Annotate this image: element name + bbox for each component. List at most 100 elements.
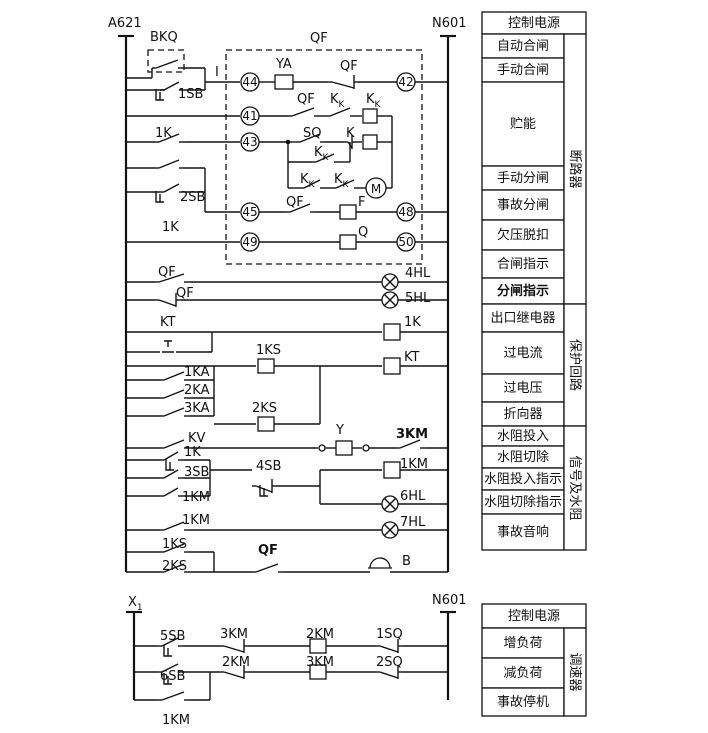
3km-coil-label: 3KM	[306, 655, 334, 670]
contact-blade	[158, 299, 177, 307]
terminal-number: 49	[242, 235, 257, 249]
sb2-contact	[160, 183, 185, 193]
bus-x1-label: X1	[128, 595, 143, 613]
terminal-number: 50	[398, 235, 413, 249]
table-row-cell	[481, 489, 565, 515]
4sb-label: 4SB	[256, 459, 281, 474]
1ks-coil	[257, 358, 275, 374]
k1-contact-b	[332, 179, 360, 189]
5sb-label: 5SB	[160, 629, 185, 644]
qf-41-label: QF	[297, 92, 315, 107]
6sb-pushbutton	[163, 673, 172, 685]
terminal-number: 41	[242, 109, 257, 123]
contact-blade	[163, 469, 179, 479]
contact-blade	[158, 273, 185, 283]
contact-blade	[163, 563, 185, 573]
contact-blade	[158, 159, 180, 169]
contact-blade	[379, 671, 399, 679]
5sb-contact	[158, 637, 184, 647]
f-coil	[339, 204, 357, 220]
table-row-cell	[481, 249, 565, 279]
y-terminal	[362, 444, 370, 452]
1ks-contact-b	[160, 543, 190, 553]
table-row-cell	[481, 165, 565, 191]
contact-blade	[163, 521, 185, 531]
sb1-label: 1SB	[178, 87, 203, 102]
1km-496-label: 1KM	[182, 490, 210, 505]
table-row-label: 水阻切除指示	[484, 495, 562, 510]
qf-label: QF	[340, 59, 358, 74]
contact-blade	[163, 439, 185, 449]
ka-contact-3	[160, 407, 190, 417]
table2-row-cell	[481, 657, 565, 689]
contact-blade	[335, 179, 355, 189]
terminal-number: 42	[398, 75, 413, 89]
ka-label-2: 2KA	[184, 383, 210, 398]
qf-no-lamp4	[155, 273, 190, 283]
1k-contact-460	[160, 451, 184, 461]
1km-bottom-contact	[158, 691, 190, 701]
q-label: Q	[358, 225, 368, 240]
table-row-cell	[481, 33, 565, 59]
table-row-label: 折向器	[503, 406, 542, 422]
1km-bottom-label: 1KM	[162, 713, 190, 728]
contact-blade	[289, 203, 311, 213]
table2-row-label: 增负荷	[503, 636, 542, 651]
bkq-contact	[152, 59, 184, 69]
table-row-label: 事故分闸	[497, 198, 549, 213]
ka-contact-1	[160, 371, 190, 381]
bkq-box	[147, 49, 185, 73]
motor-label: M	[371, 182, 381, 196]
4sb-pushbutton	[259, 485, 268, 497]
kt-contact-label: KT	[160, 315, 176, 330]
contact-blade	[223, 671, 245, 679]
qf-45-label: QF	[286, 195, 304, 210]
6sb-contact	[158, 663, 184, 673]
table-group-label: 保护回路	[567, 339, 583, 391]
qf-no-41	[288, 107, 320, 117]
table-row-label: 手动分闸	[497, 171, 549, 186]
contact-blade	[299, 133, 321, 143]
1km-coil	[383, 461, 401, 479]
1k-label: 1K	[155, 126, 172, 141]
1sq-label: 1SQ	[376, 627, 403, 642]
terminal-number: 48	[398, 205, 413, 219]
kv-contact	[160, 439, 190, 449]
sb2-label: 2SB	[180, 190, 205, 205]
table2-row-label: 事故停机	[497, 694, 549, 710]
ya-label: YA	[275, 57, 292, 72]
1km-7hl-label: 1KM	[182, 513, 210, 528]
terminal-number: 44	[242, 75, 257, 89]
sb3-label: 3SB	[184, 465, 209, 480]
1km-contact-7hl	[160, 521, 190, 531]
lamp-cross	[384, 498, 396, 510]
qf-no-45	[286, 203, 316, 213]
qf-nc-lamp5	[155, 293, 180, 307]
table-row-label: 水阻投入	[497, 428, 549, 444]
1k-relay-coil	[383, 323, 401, 341]
3km-bottom-label: 3KM	[220, 627, 248, 642]
contact-blade	[163, 451, 179, 461]
contact-blade	[223, 645, 245, 653]
qf-nc-contact	[328, 75, 358, 89]
kt-coil	[383, 357, 401, 375]
6sb-label: 6SB	[160, 669, 185, 684]
k1-contact-a	[300, 179, 326, 189]
2km-bottom-label: 2KM	[222, 655, 250, 670]
1k-45-label: 1K	[162, 220, 179, 235]
3km-contact-top	[396, 439, 426, 449]
k2-nc-label: K	[346, 126, 355, 141]
lamp-4hl-icon	[381, 273, 399, 291]
2sq-contact	[376, 665, 402, 679]
contact-blade	[315, 153, 335, 163]
5hl-label: 5HL	[405, 291, 431, 306]
table-group-label: 断路器	[567, 149, 583, 188]
contact-blade	[155, 59, 179, 69]
contact-blade	[163, 183, 180, 193]
table-row-label: 水阻切除	[497, 450, 549, 465]
k2-coil	[362, 134, 378, 150]
k2-branch-label: KK	[314, 145, 330, 163]
2ks-label: 2KS	[252, 401, 277, 416]
